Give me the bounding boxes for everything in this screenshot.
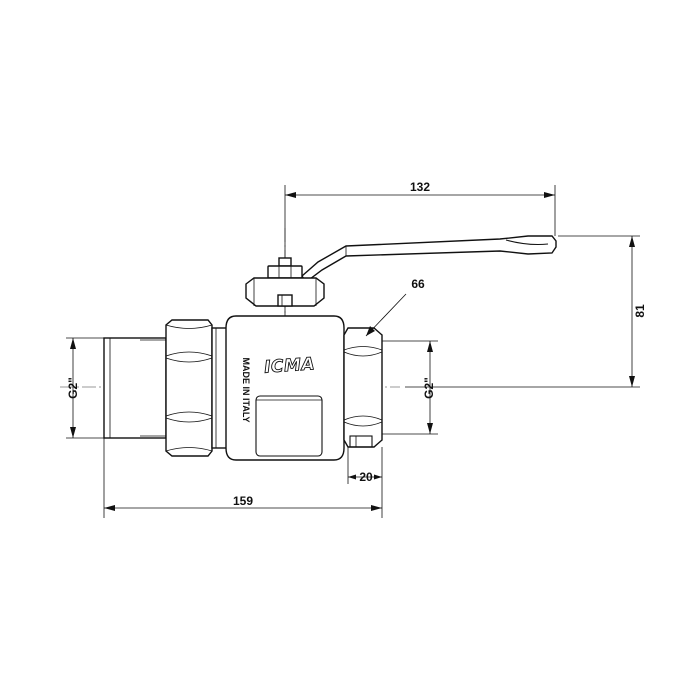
dimension-height: [405, 235, 640, 388]
leader-hex-size-label: 66: [411, 277, 425, 291]
valve-body: [225, 315, 345, 461]
union-hex-nut: [165, 319, 213, 457]
lever-handle: [301, 235, 557, 284]
dimension-height-label: 81: [633, 304, 647, 318]
leader-hex-size: [365, 293, 407, 337]
dimension-thread-right-label: G2": [422, 377, 436, 399]
body-logo: ICMA: [264, 354, 316, 378]
stem-nut: [267, 257, 303, 279]
right-hex-end: [343, 327, 383, 448]
left-male-thread: [103, 337, 167, 439]
dimension-thread-depth: [347, 447, 383, 484]
stem-cap: [245, 277, 325, 320]
dimension-thread-right: [382, 340, 438, 435]
dimension-overall-length: [103, 438, 383, 518]
dimension-thread-left-label: G2": [66, 377, 80, 399]
dimension-overall-length-label: 159: [233, 494, 253, 508]
dimension-lever-length: [284, 185, 556, 258]
body-origin-marking: MADE IN ITALY: [241, 357, 251, 422]
dimension-thread-depth-label: 20: [359, 470, 373, 484]
dimension-lever-length-label: 132: [410, 180, 430, 194]
dimension-thread-left: [66, 337, 104, 439]
